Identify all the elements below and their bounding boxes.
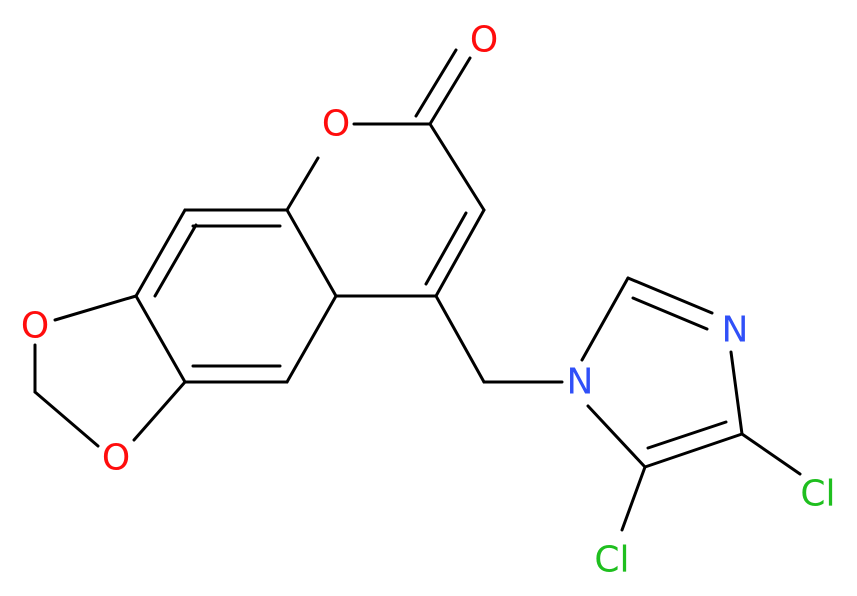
bond <box>580 276 630 362</box>
bond <box>434 294 486 384</box>
bond <box>428 122 486 212</box>
oxygen-label: O <box>322 104 350 145</box>
atom-labels: O O O O N N Cl Cl <box>21 20 836 581</box>
oxygen-label: O <box>102 438 130 479</box>
bond <box>631 296 709 331</box>
bonds <box>33 48 802 532</box>
oxygen-label: O <box>470 20 498 61</box>
bond <box>285 156 320 212</box>
bond <box>424 211 468 286</box>
chlorine-label: Cl <box>594 540 629 581</box>
bond <box>620 465 647 532</box>
bond <box>646 420 728 450</box>
bond <box>285 208 338 298</box>
bond <box>643 432 744 469</box>
nitrogen-label: N <box>567 362 594 403</box>
bond <box>414 48 458 118</box>
bond <box>740 432 802 476</box>
bond <box>428 56 472 126</box>
bond <box>134 294 187 384</box>
bond <box>729 350 744 436</box>
oxygen-label: O <box>21 306 49 347</box>
bond <box>586 404 647 469</box>
bond <box>53 294 138 322</box>
bond <box>285 294 338 384</box>
bond <box>33 390 100 448</box>
bond <box>626 276 714 315</box>
bond <box>132 380 187 442</box>
bond <box>434 208 486 298</box>
chlorine-label: Cl <box>800 474 835 515</box>
bond <box>153 223 198 298</box>
nitrogen-label: N <box>722 310 749 351</box>
bond <box>134 208 187 298</box>
